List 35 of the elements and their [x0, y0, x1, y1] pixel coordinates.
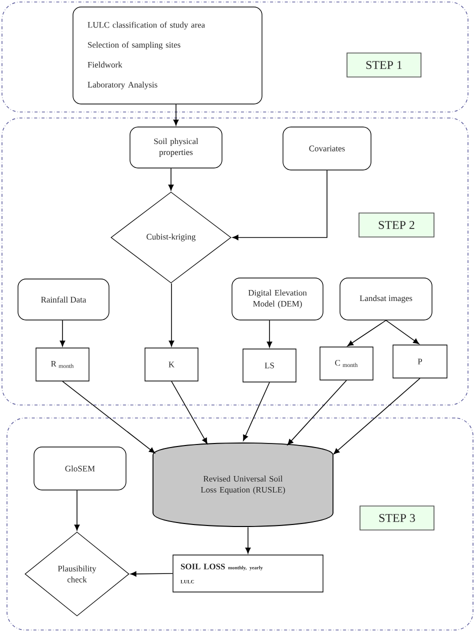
variable-box: P	[392, 344, 448, 378]
arrow	[168, 282, 174, 347]
arrow	[171, 380, 208, 444]
arrow	[334, 378, 420, 454]
equation-drum: Revised Universal Soil Loss Equation (RUSLE)	[152, 442, 334, 527]
arrow	[62, 380, 156, 454]
process-box: LULC classification of study area Selection of sampling sites Fieldwork Laboratory Analysis	[72, 6, 262, 104]
arrow	[347, 320, 386, 346]
arrow	[232, 170, 328, 240]
arrow	[60, 320, 66, 347]
arrow	[130, 571, 174, 577]
step-panel	[2, 2, 468, 112]
arrow	[243, 382, 270, 441]
process-box: Covariates	[282, 126, 372, 170]
step-label: STEP 2	[358, 212, 434, 238]
process-box: Rainfall Data	[18, 278, 110, 320]
step-label: STEP 3	[360, 506, 434, 530]
arrow	[386, 320, 420, 344]
step-panel	[6, 418, 474, 630]
variable-box: C $_{month}$	[320, 346, 374, 380]
arrow	[287, 380, 347, 446]
process-box: Landsat images	[340, 278, 432, 320]
arrow	[74, 490, 80, 531]
arrow	[266, 320, 272, 348]
arrow	[173, 104, 179, 126]
arrow	[168, 168, 174, 191]
process-box: Soil physical properties	[130, 126, 222, 168]
process-box: GloSEM	[34, 446, 126, 490]
step-label: STEP 1	[346, 52, 422, 78]
step-panel	[2, 118, 468, 406]
arrow	[245, 526, 251, 554]
variable-box: LS	[242, 348, 296, 382]
variable-box: R $_{month}$	[36, 348, 90, 382]
process-box: Digital Elevation Model (DEM)	[232, 278, 324, 320]
variable-box: K	[144, 348, 198, 382]
